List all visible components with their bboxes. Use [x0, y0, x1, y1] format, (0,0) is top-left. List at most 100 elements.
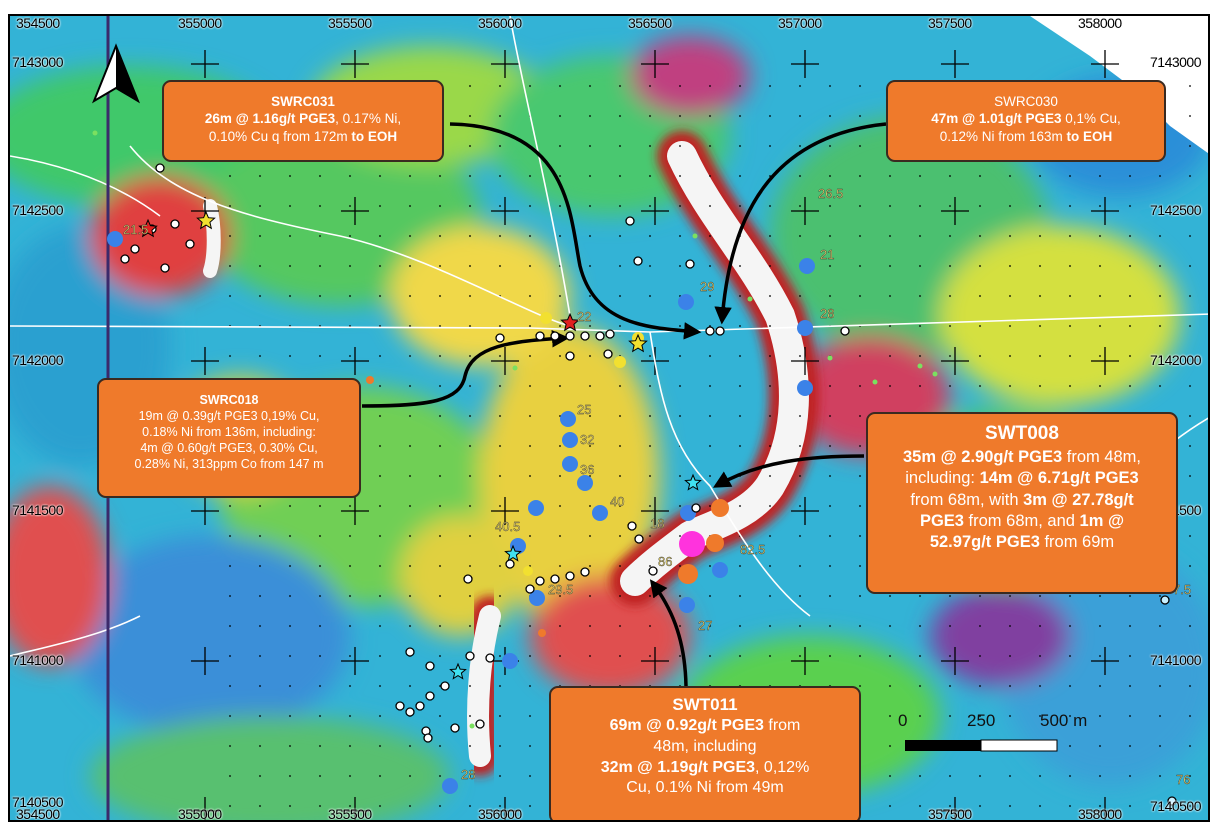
- drillhole-marker[interactable]: [405, 707, 415, 717]
- drillhole-marker[interactable]: [917, 363, 923, 369]
- grid-dot: [259, 205, 261, 207]
- grid-dot: [889, 775, 891, 777]
- drillhole-marker[interactable]: [679, 597, 695, 613]
- drillhole-marker[interactable]: [405, 647, 415, 657]
- drillhole-marker[interactable]: [550, 331, 560, 341]
- drillhole-marker[interactable]: [678, 564, 698, 584]
- drillhole-marker[interactable]: [580, 331, 590, 341]
- drillhole-marker[interactable]: [469, 723, 475, 729]
- callout-swt011[interactable]: SWT011 69m @ 0.92g/t PGE3 from 48m, incl…: [549, 686, 861, 820]
- drillhole-marker[interactable]: [538, 629, 546, 637]
- grid-dot: [619, 445, 621, 447]
- drillhole-marker[interactable]: [932, 371, 938, 377]
- drillhole-marker[interactable]: [565, 331, 575, 341]
- drillhole-marker[interactable]: [535, 331, 545, 341]
- drillhole-marker[interactable]: [595, 331, 605, 341]
- drillhole-marker[interactable]: [505, 559, 515, 569]
- drillhole-marker[interactable]: [550, 574, 560, 584]
- drillhole-marker[interactable]: [523, 566, 533, 576]
- callout-swt008[interactable]: SWT008 35m @ 2.90g/t PGE3 from 48m, incl…: [866, 412, 1178, 594]
- drillhole-marker[interactable]: [685, 259, 695, 269]
- grid-dot: [469, 535, 471, 537]
- drillhole-marker[interactable]: [107, 231, 123, 247]
- drillhole-marker[interactable]: [540, 312, 552, 324]
- drillhole-marker[interactable]: [605, 329, 615, 339]
- grid-dot: [859, 445, 861, 447]
- drillhole-marker[interactable]: [160, 263, 170, 273]
- drillhole-marker[interactable]: [366, 376, 374, 384]
- drillhole-marker[interactable]: [475, 719, 485, 729]
- drillhole-marker[interactable]: [120, 254, 130, 264]
- drillhole-marker[interactable]: [614, 356, 626, 368]
- drillhole-marker[interactable]: [395, 701, 405, 711]
- drillhole-marker[interactable]: [692, 233, 698, 239]
- drillhole-marker[interactable]: [705, 326, 715, 336]
- drillhole-marker[interactable]: [442, 778, 458, 794]
- drillhole-marker[interactable]: [1167, 796, 1177, 806]
- drillhole-marker[interactable]: [797, 320, 813, 336]
- drillhole-marker[interactable]: [92, 130, 98, 136]
- drillhole-marker[interactable]: [185, 239, 195, 249]
- drillhole-marker[interactable]: [799, 258, 815, 274]
- drillhole-marker[interactable]: [577, 475, 593, 491]
- drillhole-marker[interactable]: [625, 216, 635, 226]
- drillhole-marker[interactable]: [827, 355, 833, 361]
- drillhole-marker[interactable]: [715, 326, 725, 336]
- drillhole-marker[interactable]: [679, 531, 705, 557]
- drillhole-marker[interactable]: [415, 701, 425, 711]
- drillhole-marker[interactable]: [560, 411, 576, 427]
- drillhole-marker[interactable]: [747, 296, 753, 302]
- drillhole-marker[interactable]: [797, 380, 813, 396]
- drillhole-marker[interactable]: [535, 576, 545, 586]
- grid-dot: [739, 325, 741, 327]
- drillhole-marker[interactable]: [634, 534, 644, 544]
- drillhole-marker[interactable]: [529, 590, 545, 606]
- drillhole-marker[interactable]: [633, 256, 643, 266]
- callout-swrc018[interactable]: SWRC018 19m @ 0.39g/t PGE3 0,19% Cu, 0.1…: [97, 378, 361, 498]
- drillhole-marker[interactable]: [155, 163, 165, 173]
- drillhole-marker[interactable]: [562, 456, 578, 472]
- drillhole-marker[interactable]: [485, 653, 495, 663]
- drillhole-marker[interactable]: [425, 661, 435, 671]
- drillhole-marker[interactable]: [525, 584, 535, 594]
- drillhole-marker[interactable]: [450, 723, 460, 733]
- drillhole-marker[interactable]: [565, 571, 575, 581]
- drillhole-marker[interactable]: [502, 653, 518, 669]
- arrow-swrc030: [714, 122, 887, 325]
- grid-dot: [499, 595, 501, 597]
- drillhole-marker[interactable]: [130, 244, 140, 254]
- drillhole-marker[interactable]: [512, 365, 518, 371]
- grid-dot: [1039, 625, 1041, 627]
- drillhole-marker[interactable]: [580, 567, 590, 577]
- drillhole-marker[interactable]: [678, 294, 694, 310]
- drillhole-marker[interactable]: [170, 219, 180, 229]
- star-marker-icon: [138, 218, 158, 238]
- drillhole-marker[interactable]: [562, 432, 578, 448]
- grid-dot: [829, 565, 831, 567]
- callout-swrc031[interactable]: SWRC031 26m @ 1.16g/t PGE3, 0.17% Ni, 0.…: [162, 80, 444, 162]
- grid-dot: [289, 655, 291, 657]
- drillhole-marker[interactable]: [565, 351, 575, 361]
- drillhole-marker[interactable]: [840, 326, 850, 336]
- drillhole-marker[interactable]: [592, 505, 608, 521]
- drillhole-marker[interactable]: [465, 651, 475, 661]
- drillhole-marker[interactable]: [495, 333, 505, 343]
- grid-dot: [859, 475, 861, 477]
- drillhole-marker[interactable]: [1160, 595, 1170, 605]
- drillhole-marker[interactable]: [423, 733, 433, 743]
- drillhole-marker[interactable]: [463, 574, 473, 584]
- drillhole-marker[interactable]: [872, 379, 878, 385]
- callout-swrc030[interactable]: SWRC030 47m @ 1.01g/t PGE3 0,1% Cu, 0.12…: [886, 80, 1166, 162]
- drillhole-marker[interactable]: [648, 566, 658, 576]
- drillhole-marker[interactable]: [706, 534, 724, 552]
- drillhole-marker[interactable]: [603, 349, 613, 359]
- drillhole-marker[interactable]: [691, 503, 701, 513]
- callout-text: from 68m, with: [910, 490, 1024, 509]
- drillhole-marker[interactable]: [425, 691, 435, 701]
- drillhole-marker[interactable]: [711, 499, 729, 517]
- drillhole-marker[interactable]: [528, 500, 544, 516]
- grid-dot: [559, 145, 561, 147]
- drillhole-marker[interactable]: [627, 521, 637, 531]
- drillhole-marker[interactable]: [712, 562, 728, 578]
- drillhole-marker[interactable]: [440, 681, 450, 691]
